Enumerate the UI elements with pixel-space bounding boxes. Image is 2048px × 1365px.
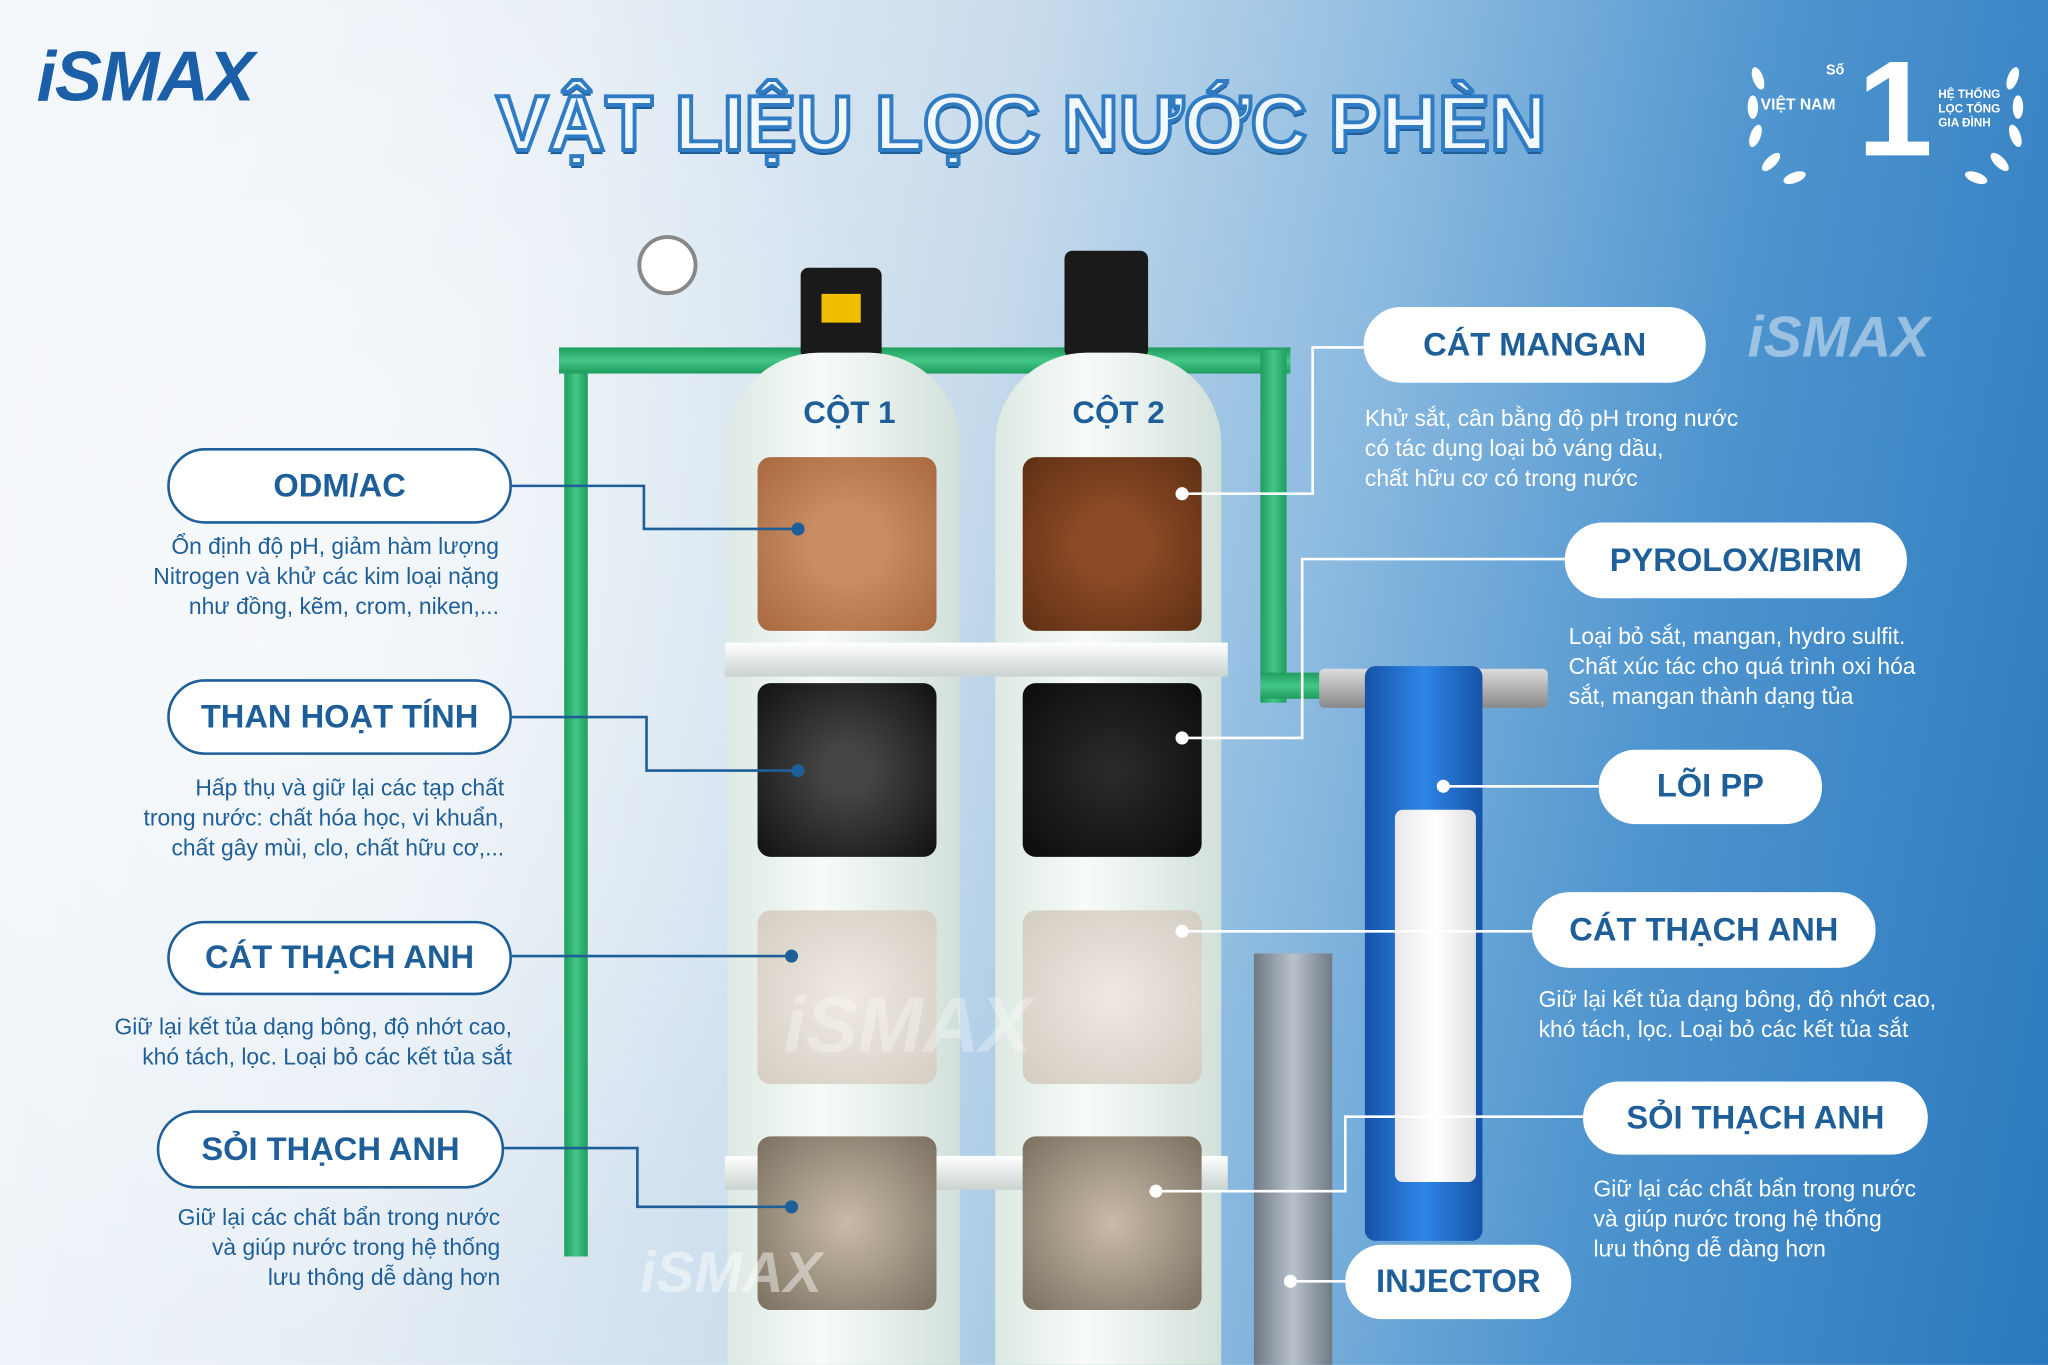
watermark: iSMAX: [639, 1240, 823, 1305]
label-pp-core: LÕI PP: [1598, 749, 1823, 825]
pipe-left: [564, 355, 588, 1257]
desc-line: có tác dụng loại bỏ váng dầu,: [1364, 434, 1664, 462]
media-pyrolox-birm: [1022, 683, 1202, 857]
award-so: Số: [1825, 62, 1845, 79]
label-activated-carbon: THAN HOẠT TÍNH: [167, 679, 512, 755]
connector-pyrolox: [1182, 557, 1565, 740]
desc-line: Giữ lại các chất bẩn trong nước: [177, 1204, 501, 1231]
pipe-right: [1260, 350, 1287, 703]
desc-line: chất gây mùi, clo, chất hữu cơ,...: [171, 834, 505, 861]
tank-strap: [724, 642, 1228, 677]
media-manganese-sand: [1022, 457, 1202, 631]
desc-line: Chất xúc tác cho quá trình oxi hóa: [1568, 653, 1916, 680]
label-quartz-gravel-right: SỎI THẠCH ANH: [1583, 1081, 1928, 1155]
desc-line: Khử sắt, cân bằng độ pH trong nước: [1364, 404, 1739, 432]
watermark: iSMAX: [783, 980, 1032, 1069]
label-injector: INJECTOR: [1345, 1244, 1572, 1320]
desc-quartz-sand-right: Giữ lại kết tủa dạng bông, độ nhớt cao, k…: [1539, 985, 1937, 1045]
label-pyrolox-birm: PYROLOX/BIRM: [1564, 522, 1907, 599]
desc-line: Giữ lại kết tủa dạng bông, độ nhớt cao,: [1538, 986, 1937, 1013]
label-quartz-sand-right: CÁT THẠCH ANH: [1532, 892, 1876, 968]
connector-odm: [511, 484, 799, 531]
column-1-label: CỘT 1: [803, 395, 896, 432]
brand-logo: iSMAX: [36, 37, 255, 117]
desc-quartz-sand-left: Giữ lại kết tủa dạng bông, độ nhớt cao, k…: [114, 1012, 512, 1072]
media-quartz-sand-2: [1022, 910, 1202, 1085]
watermark: iSMAX: [1747, 305, 1930, 370]
connector-gravel-right: [1155, 1115, 1584, 1193]
valve-1: [800, 267, 882, 360]
desc-line: lưu thông dễ dàng hơn: [1593, 1235, 1826, 1262]
award-text: HỆ THỐNG LỌC TỔNG GIA ĐÌNH: [1938, 87, 2001, 130]
label-manganese-sand: CÁT MANGAN: [1363, 306, 1706, 383]
desc-line: như đồng, kẽm, crom, niken,...: [188, 592, 499, 620]
desc-line: khó tách, lọc. Loại bỏ các kết tủa sắt: [142, 1043, 512, 1070]
page-title: VẬT LIỆU LỌC NƯỚC PHÈN: [494, 78, 1548, 169]
pressure-gauge-icon: [637, 235, 698, 296]
pp-cartridge: [1394, 809, 1476, 1183]
desc-pyrolox-birm: Loại bỏ sắt, mangan, hydro sulfit. Chất x…: [1569, 622, 1916, 712]
desc-line: Hấp thụ và giữ lại các tạp chất: [195, 774, 505, 801]
desc-line: Ổn định độ pH, giảm hàm lượng: [171, 532, 499, 560]
desc-line: Nitrogen và khử các kim loại nặng: [153, 562, 499, 590]
column-2-label: CỘT 2: [1072, 395, 1165, 432]
desc-line: chất hữu cơ có trong nước: [1364, 464, 1638, 492]
connector-manganese: [1182, 346, 1364, 496]
valve-2: [1064, 250, 1149, 358]
label-odm-ac: ODM/AC: [167, 447, 512, 524]
desc-quartz-gravel-left: Giữ lại các chất bẩn trong nước và giúp n…: [178, 1203, 501, 1293]
media-quartz-gravel: [757, 1136, 937, 1311]
desc-line: Loại bỏ sắt, mangan, hydro sulfit.: [1568, 623, 1906, 650]
desc-line: Giữ lại các chất bẩn trong nước: [1593, 1175, 1917, 1202]
label-quartz-gravel-left: SỎI THẠCH ANH: [156, 1110, 505, 1189]
award-badge: Số VIỆT NAM 1 HỆ THỐNG LỌC TỔNG GIA ĐÌNH: [1745, 34, 2026, 189]
laurel-icon: [1747, 67, 2024, 184]
media-quartz-gravel-2: [1022, 1136, 1202, 1311]
connector-gravel-left: [504, 1146, 792, 1209]
desc-line: trong nước: chất hóa học, vi khuẩn,: [143, 804, 505, 831]
desc-line: và giúp nước trong hệ thống: [1593, 1205, 1882, 1232]
award-number: 1: [1857, 33, 1933, 186]
desc-line: sắt, mangan thành dạng tủa: [1568, 683, 1854, 710]
desc-line: lưu thông dễ dàng hơn: [267, 1264, 501, 1291]
connector-carbon: [511, 715, 799, 772]
media-odm-ac: [757, 457, 937, 631]
desc-quartz-gravel-right: Giữ lại các chất bẩn trong nước và giúp n…: [1593, 1174, 1916, 1264]
injector-pipe: [1253, 953, 1333, 1365]
desc-line: Giữ lại kết tủa dạng bông, độ nhớt cao,: [114, 1013, 512, 1040]
media-quartz-sand: [757, 910, 937, 1085]
label-quartz-sand-left: CÁT THẠCH ANH: [167, 920, 512, 996]
desc-line: khó tách, lọc. Loại bỏ các kết tủa sắt: [1538, 1016, 1909, 1043]
award-country: VIỆT NAM: [1760, 95, 1836, 114]
desc-activated-carbon: Hấp thụ và giữ lại các tạp chất trong nướ…: [143, 773, 504, 863]
desc-line: và giúp nước trong hệ thống: [211, 1234, 501, 1261]
